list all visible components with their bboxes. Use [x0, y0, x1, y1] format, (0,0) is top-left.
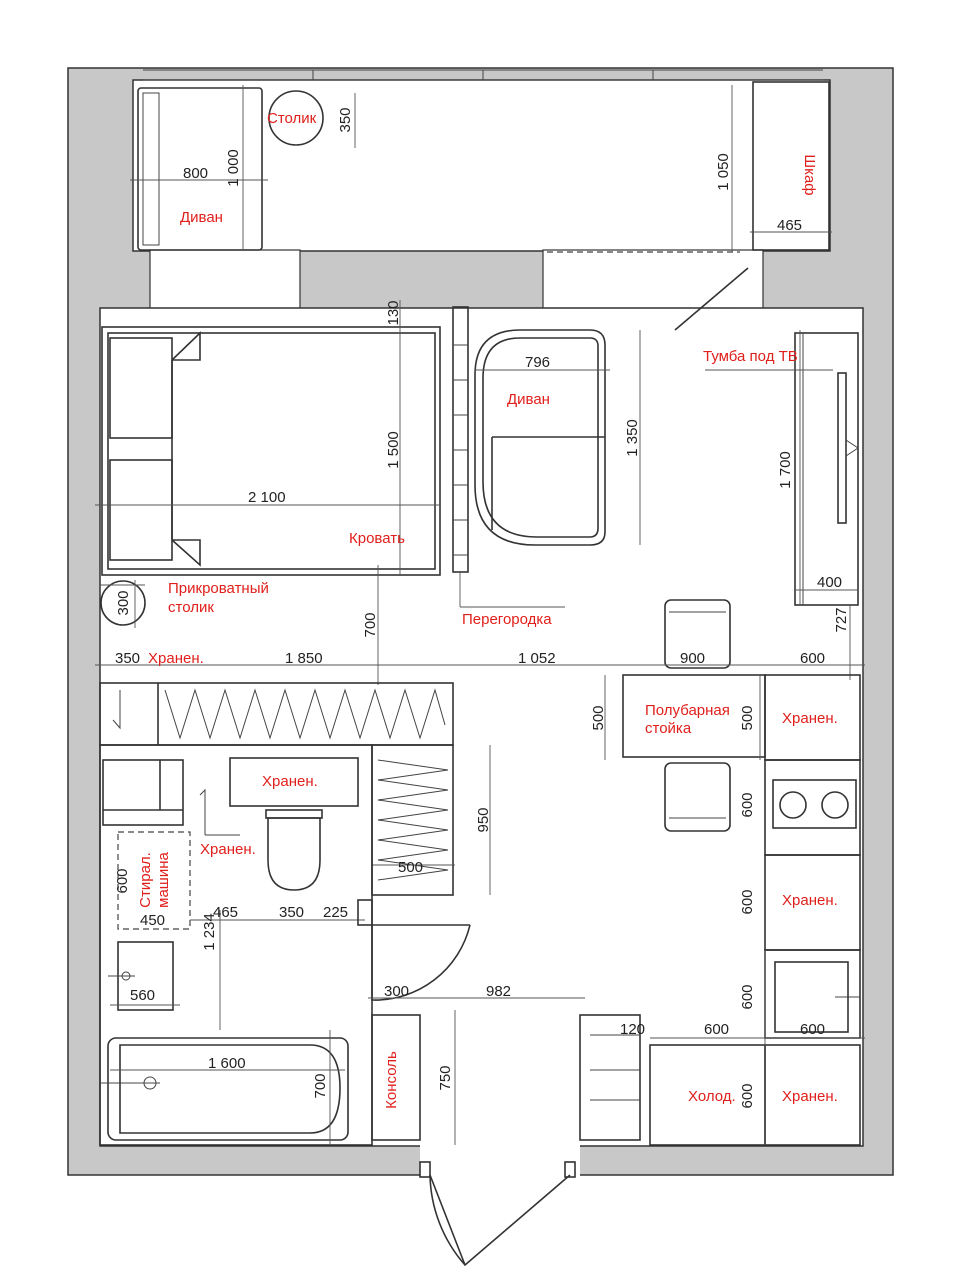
dim-1350: 1 350: [624, 419, 641, 457]
dim-1050: 1 050: [715, 153, 732, 191]
dim-796: 796: [525, 354, 550, 371]
label-shkaf: Шкаф: [801, 154, 818, 195]
bedside-table: [100, 580, 146, 626]
dim-700-bath: 700: [312, 1073, 329, 1098]
label-bar-1: Полубарная: [645, 702, 730, 719]
balcony-door-opening: [542, 249, 764, 311]
kitchen: [604, 599, 865, 1146]
label-bar-2: стойка: [645, 720, 692, 737]
label-washer-2: машина: [155, 852, 172, 908]
dim-600-k1: 600: [739, 792, 756, 817]
dim-700-mid: 700: [362, 612, 379, 637]
main-sofa: [474, 329, 641, 546]
label-storage-top: Хранен.: [148, 650, 204, 667]
entry-door: [429, 1174, 571, 1267]
balcony: [132, 79, 831, 252]
toilet: [267, 817, 321, 891]
tv: [837, 372, 847, 524]
dim-1700: 1 700: [777, 451, 794, 489]
bed-zone: [95, 300, 441, 628]
main-room: [99, 307, 864, 1147]
label-fridge: Холод.: [688, 1088, 736, 1105]
label-tv-stand: Тумба под ТВ: [703, 348, 798, 365]
partition: [452, 306, 565, 608]
label-partition: Перегородка: [462, 611, 552, 628]
bed: [107, 332, 436, 570]
label-bedside-1: Прикроватный: [168, 580, 269, 597]
walls: [67, 67, 894, 1180]
tv-zone: [705, 330, 859, 680]
label-stolik: Столик: [267, 110, 317, 127]
dim-2100: 2 100: [248, 489, 286, 506]
dim-560: 560: [130, 987, 155, 1004]
label-storage-right-2: Хранен.: [782, 892, 838, 909]
label-krovat: Кровать: [349, 530, 405, 547]
entrance-opening: [420, 1140, 580, 1180]
hall: [357, 899, 641, 1267]
dim-350-row: 350: [115, 650, 140, 667]
label-bedside-2: столик: [168, 599, 214, 616]
label-divan-balcony: Диван: [180, 209, 223, 226]
dim-450: 450: [140, 912, 165, 929]
coffee-table: [268, 90, 324, 146]
dim-225: 225: [323, 904, 348, 921]
dim-1850: 1 850: [285, 650, 323, 667]
console: [371, 1014, 421, 1141]
dimension-labels: 800 1 000 350 1 050 465 130 2 100 1 500 …: [114, 107, 850, 1108]
dim-1500: 1 500: [385, 431, 402, 469]
dim-120: 120: [620, 1021, 645, 1038]
dim-600-k4: 600: [739, 1083, 756, 1108]
balcony-wardrobe: [752, 81, 830, 251]
balcony-details: [137, 69, 830, 331]
dim-465-top: 465: [777, 217, 802, 234]
dim-600-wash: 600: [114, 868, 131, 893]
dim-350-table: 350: [337, 107, 354, 132]
label-storage-right-3: Хранен.: [782, 1088, 838, 1105]
dim-500-wd: 500: [398, 859, 423, 876]
label-storage-right-1: Хранен.: [782, 710, 838, 727]
dim-1000: 1 000: [225, 149, 242, 187]
dim-500-bar2: 500: [739, 705, 756, 730]
chair-top: [664, 599, 731, 669]
label-divan-main: Диван: [507, 391, 550, 408]
dim-350-wc: 350: [279, 904, 304, 921]
label-storage-wc: Хранен.: [262, 773, 318, 790]
chair-bottom: [664, 762, 731, 832]
dim-1052: 1 052: [518, 650, 556, 667]
dim-600-row: 600: [800, 650, 825, 667]
dim-600-b1: 600: [704, 1021, 729, 1038]
dim-900: 900: [680, 650, 705, 667]
label-storage-wc2: Хранен.: [200, 841, 256, 858]
dim-1600: 1 600: [208, 1055, 246, 1072]
dim-800: 800: [183, 165, 208, 182]
dim-130: 130: [385, 300, 402, 325]
dim-1234: 1 234: [201, 913, 218, 951]
dim-465-bath: 465: [213, 904, 238, 921]
dim-300-bed: 300: [115, 590, 132, 615]
room-labels: Столик Диван Шкаф Кровать Диван Тумба по…: [137, 110, 838, 1109]
dim-982: 982: [486, 983, 511, 1000]
dim-400: 400: [817, 574, 842, 591]
dim-727: 727: [833, 607, 850, 632]
dim-750: 750: [437, 1065, 454, 1090]
dim-600-b2: 600: [800, 1021, 825, 1038]
label-console: Консоль: [383, 1051, 400, 1109]
dim-600-k2: 600: [739, 889, 756, 914]
dim-500-bar: 500: [590, 705, 607, 730]
bathtub: [107, 1037, 349, 1141]
label-washer-1: Стирал.: [137, 852, 154, 908]
balcony-sofa: [137, 87, 263, 251]
dim-300-door: 300: [384, 983, 409, 1000]
dim-950: 950: [475, 807, 492, 832]
dim-600-k3: 600: [739, 984, 756, 1009]
window-opening-left: [149, 249, 301, 311]
